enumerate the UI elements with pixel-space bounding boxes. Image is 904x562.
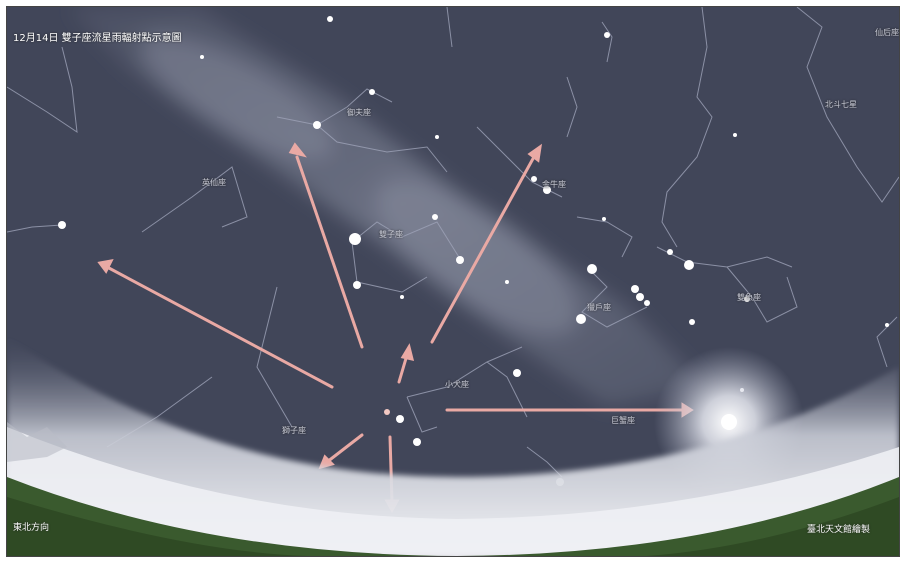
constellation-label: 獅子座 (282, 426, 306, 435)
constellation-label: 雙子座 (379, 230, 403, 239)
constellation-label: 巨蟹座 (611, 416, 635, 425)
constellation-label: 金牛座 (542, 180, 566, 189)
sky-chart (7, 7, 899, 556)
constellation-label: 北斗七星 (825, 100, 857, 109)
constellation-label: 御夫座 (347, 108, 371, 117)
chart-caption: 12月14日 雙子座流星雨輻射點示意圖 (13, 33, 182, 44)
constellation-label: 雙魚座 (737, 293, 761, 302)
direction-label: 東北方向 (13, 523, 50, 533)
milky-way (67, 7, 707, 407)
constellation-lines (7, 7, 899, 478)
constellation-label: 英仙座 (202, 178, 226, 187)
constellation-label: 獵戶座 (587, 303, 611, 312)
stars (58, 16, 889, 486)
credit-label: 臺北天文館繪製 (807, 525, 871, 535)
constellation-label: 小犬座 (445, 380, 469, 389)
sky-map: 12月14日 雙子座流星雨輻射點示意圖 東北方向 臺北天文館繪製 仙后座 北斗七… (6, 6, 900, 557)
constellation-label: 仙后座 (875, 28, 899, 37)
